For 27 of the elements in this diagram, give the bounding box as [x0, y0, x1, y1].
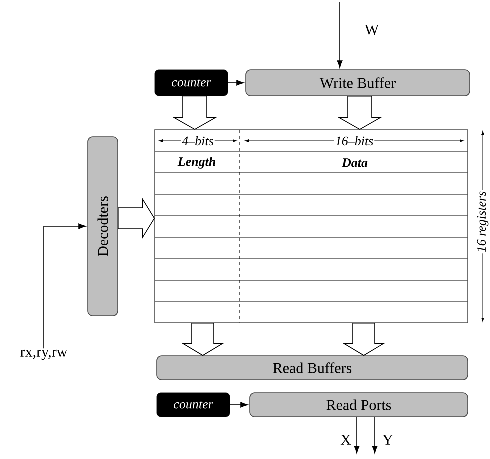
- dimension-label: 16–bits: [334, 135, 375, 147]
- arrow: [342, 323, 386, 356]
- buffer-box: Read Buffers: [156, 356, 468, 380]
- arrow: [44, 224, 86, 350]
- arrow: [118, 198, 156, 240]
- edge-label: Y: [382, 434, 394, 446]
- dimension-label: 4–bits: [181, 135, 215, 147]
- arrow: [230, 402, 248, 408]
- edge-label: W: [364, 24, 380, 36]
- arrow: [337, 2, 343, 68]
- arrow: [182, 323, 224, 356]
- counter-box: counter: [156, 392, 230, 418]
- input-label: rx,ry,rw: [20, 350, 68, 360]
- arrow: [354, 417, 360, 454]
- decoder-box: Decodters: [88, 136, 118, 316]
- arrow: [228, 80, 244, 86]
- column-header: Data: [342, 158, 368, 168]
- arrow: [338, 96, 383, 130]
- arrow: [172, 96, 218, 130]
- column-header: Length: [178, 157, 216, 169]
- arrow: [372, 417, 378, 454]
- buffer-box: Read Ports: [250, 392, 468, 418]
- register-table: [154, 130, 468, 324]
- buffer-box: Write Buffer: [246, 70, 470, 96]
- dimension-label: 16 registers: [476, 190, 490, 254]
- edge-label: X: [340, 434, 352, 446]
- counter-box: counter: [154, 70, 228, 96]
